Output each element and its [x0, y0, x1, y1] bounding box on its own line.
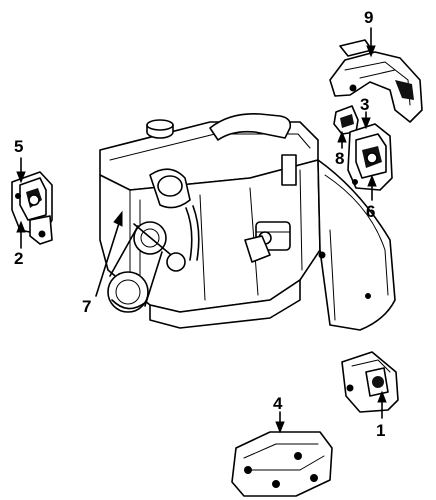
callout-3: 3 [360, 95, 369, 114]
leader-lines [16, 27, 387, 434]
callout-7: 7 [82, 297, 91, 316]
callout-9: 9 [364, 8, 373, 27]
callout-5: 5 [14, 137, 23, 156]
callout-1: 1 [376, 421, 385, 440]
callout-2: 2 [14, 249, 23, 268]
mount-bracket-upper [329, 39, 423, 123]
transmission-housing [317, 159, 396, 331]
callout-4: 4 [273, 394, 283, 413]
engine-mount-right [347, 123, 393, 191]
transmission-mount [341, 351, 399, 413]
belt-drive [107, 205, 200, 313]
callout-8: 8 [335, 149, 344, 168]
callout-6: 6 [366, 202, 375, 221]
mount-bracket-lower [231, 431, 333, 497]
engine-mount-left [11, 171, 53, 245]
